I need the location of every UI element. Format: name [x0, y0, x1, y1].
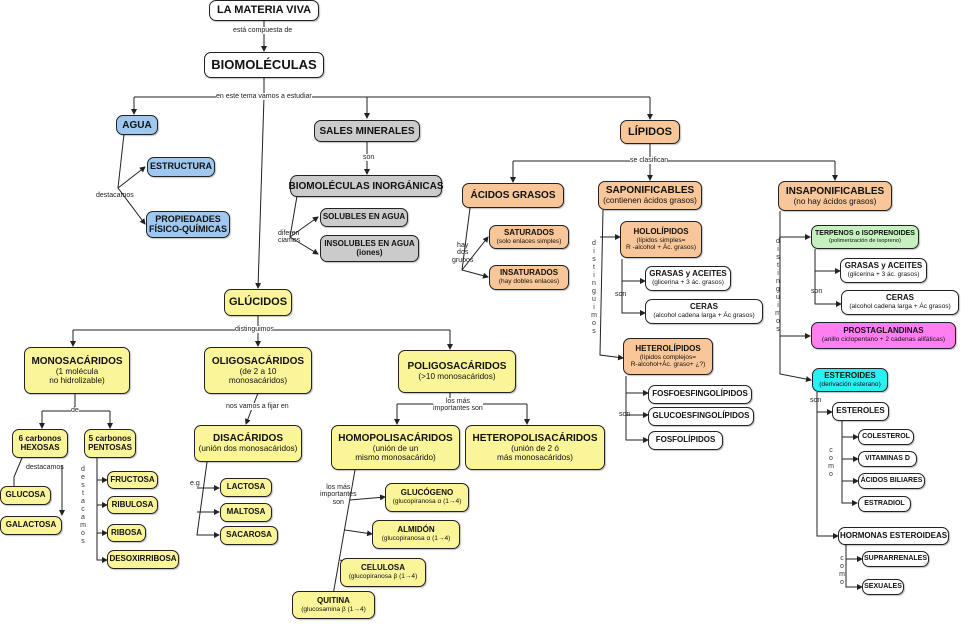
node-poligosacaridos: POLIGOSACÁRIDOS(>10 monosacáridos): [398, 350, 516, 393]
node-insaturados: INSATURADOS(hay dobles enlaces): [489, 265, 569, 290]
link-se-clasifican: se clasifican: [630, 157, 669, 165]
link-son-sales: son: [363, 154, 375, 162]
node-sacarosa: SACAROSA: [220, 526, 278, 545]
link-distinguimos-sapon: d i s t i n g u i m o s: [591, 240, 597, 335]
node-prostaglandinas: PROSTAGLANDINAS(anillo ciclopentano + 2 …: [811, 322, 956, 349]
node-acidos-biliares: ÁCIDOS BILIARES: [858, 473, 925, 489]
node-heterolipidos: HETEROLÍPIDOS(lípidos complejos=R-alcoho…: [623, 338, 713, 375]
node-solubles: SOLUBLES EN AGUA: [320, 208, 408, 227]
node-fructosa: FRUCTOSA: [107, 471, 158, 489]
node-fosfoesfingolipidos: FOSFOESFINGOLÍPIDOS: [648, 385, 752, 404]
node-terpenos: TERPENOS o ISOPRENOIDES(polimerización d…: [811, 225, 919, 249]
node-hololipidos: HOLOLÍPIDOS(lípidos simples=R -alcohol +…: [620, 221, 702, 258]
node-galactosa: GALACTOSA: [0, 516, 62, 535]
node-almidon: ALMIDÓN(glucopiranosa α (1→4): [372, 520, 460, 549]
node-biomoleculas: BIOMOLÉCULAS: [204, 52, 324, 78]
link-son-hetero: son: [619, 411, 631, 418]
node-suprarrenales: SUPRARRENALES: [862, 551, 929, 567]
node-grasas-aceites-sapon: GRASAS y ACEITES(glicerina + 3 ác. graso…: [645, 266, 731, 291]
link-son-esteroides: son: [810, 397, 822, 404]
node-grasas-aceites-insapon: GRASAS y ACEITES(glicerina + 3 ác. graso…: [840, 258, 927, 283]
node-lactosa: LACTOSA: [220, 478, 272, 497]
node-saturados: SATURADOS(solo enlaces simples): [489, 225, 569, 249]
node-ceras-sapon: CERAS(alcohol cadena larga + Ác grasos): [645, 299, 763, 324]
node-sexuales: SEXUALES: [862, 579, 904, 595]
node-insaponificables: INSAPONIFICABLES(no hay ácidos grasos): [778, 181, 892, 211]
node-sales-minerales: SALES MINERALES: [314, 120, 420, 142]
node-agua: AGUA: [116, 115, 158, 135]
link-distinguimos-insapon: d i s t i n g u i m o s: [775, 238, 781, 333]
link-distinguimos-glucidos: distinguimos: [235, 326, 274, 334]
node-hormonas-esteroideas: HORMONAS ESTEROIDEAS: [838, 527, 949, 545]
node-lipidos: LÍPIDOS: [620, 120, 680, 144]
node-ribulosa: RIBULOSA: [107, 496, 158, 514]
node-glucogeno: GLUCÓGENO(glucopiranosa α (1→4): [385, 483, 469, 512]
node-ceras-insapon: CERAS(alcohol cadena larga + Ác grasos): [841, 290, 959, 315]
link-destacamos-hexosas: destacamos: [26, 464, 64, 471]
link-son-holo: son: [615, 291, 627, 298]
node-glucosa: GLUCOSA: [0, 486, 51, 505]
node-biomoleculas-inorganicas: BIOMOLÉCULAS INORGÁNICAS: [289, 175, 444, 197]
link-eg: e.g: [190, 480, 200, 487]
node-disacaridos: DISACÁRIDOS(unión dos monosacáridos): [194, 425, 302, 462]
node-colesterol: COLESTEROL: [858, 429, 914, 445]
node-materia-viva: LA MATERIA VIVA: [209, 0, 319, 21]
node-esteroles: ESTEROLES: [832, 402, 889, 421]
node-desoxirribosa: DESOXIRRIBOSA: [107, 550, 179, 569]
link-destacamos-agua: destacamos: [96, 192, 134, 199]
node-saponificables: SAPONIFICABLES(contienen ácidos grasos): [598, 181, 702, 210]
link-como-esteroles: c o m o: [828, 447, 834, 478]
node-esteroides: ESTEROIDES(derivación esterano): [812, 368, 888, 392]
node-glucoesfingolipidos: GLUCOESFINGOLÍPIDOS: [648, 407, 754, 426]
node-glucidos: GLÚCIDOS: [224, 289, 292, 316]
node-insolubles: INSOLUBLES EN AGUA(iones): [320, 235, 419, 262]
node-fosfolipidos: FOSFOLÍPIDOS: [648, 431, 723, 450]
link-estudiar: en este tema vamos a estudiar: [216, 93, 312, 101]
node-celulosa: CELULOSA(glucopiranosa β (1→4): [340, 558, 426, 587]
node-vitaminas-d: VITAMINAS D: [858, 451, 917, 467]
link-compuesta: está compuesta de: [233, 27, 293, 35]
node-quitina: QUITINA(glucosamina β (1→4): [292, 591, 375, 619]
link-fijar-en: nos vamos a fijar en: [226, 403, 289, 411]
link-como-hormonas: c o m o: [839, 555, 845, 586]
link-destacamos-pentosas: d e s t a c a m o s: [80, 466, 86, 545]
link-son-terpenos: son: [811, 288, 823, 295]
link-de: de: [71, 407, 79, 415]
node-ribosa: RIBOSA: [107, 524, 146, 542]
node-maltosa: MALTOSA: [220, 503, 272, 522]
node-acidos-grasos: ÁCIDOS GRASOS: [462, 183, 564, 208]
node-estructura: ESTRUCTURA: [147, 157, 215, 177]
node-estradiol: ESTRADIOL: [858, 496, 911, 512]
